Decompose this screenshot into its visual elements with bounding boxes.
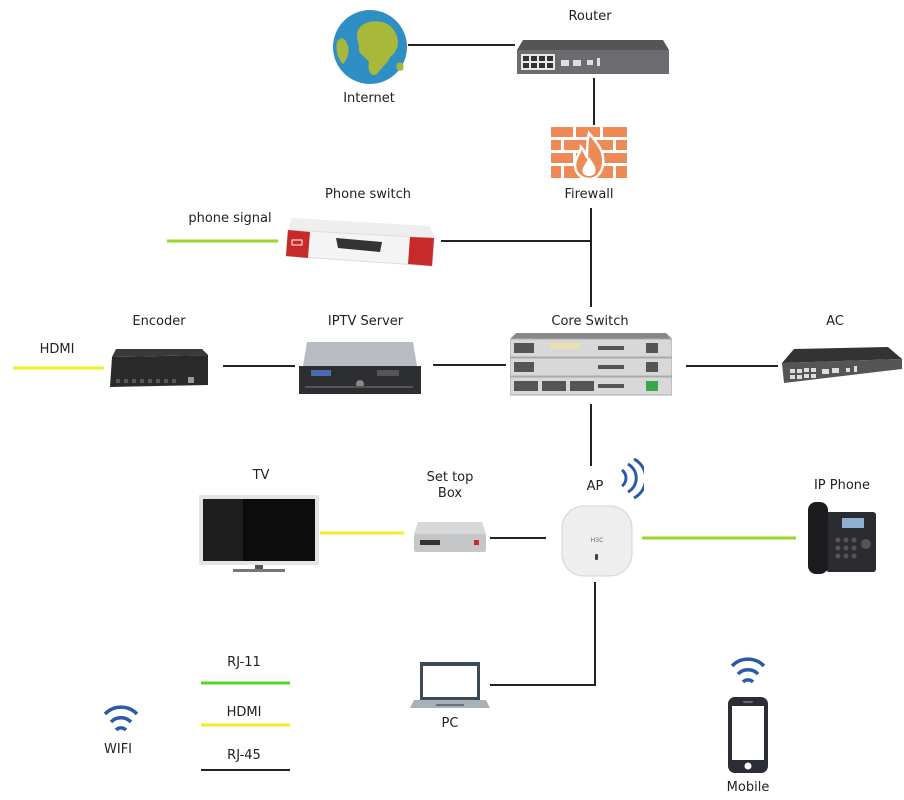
laptop-icon[interactable] [410, 660, 490, 710]
encoder-label: Encoder [132, 314, 186, 329]
legend-rj11-label: RJ-11 [227, 655, 261, 670]
router-label: Router [568, 9, 612, 24]
set-top-box-label: Set top Box [420, 470, 480, 502]
set-top-box-label-line2: Box [437, 486, 463, 501]
core-switch-icon[interactable] [510, 333, 672, 397]
hdmi-input-label: HDMI [39, 342, 75, 357]
wifi-legend-icon [103, 705, 139, 732]
firewall-icon[interactable] [551, 127, 627, 181]
wire-ap-pc [490, 582, 596, 686]
pc-label: PC [441, 716, 459, 731]
core-switch-label: Core Switch [551, 314, 629, 329]
phone-switch-label: Phone switch [325, 187, 411, 202]
internet-label: Internet [343, 91, 395, 106]
phone-signal-label: phone signal [188, 211, 272, 226]
set-top-box-label-line1: Set top [426, 470, 474, 485]
ap-wifi-signal-icon [620, 458, 644, 500]
globe-icon [333, 10, 407, 84]
access-point-icon[interactable]: H3C [560, 504, 634, 578]
ip-phone-icon[interactable] [806, 500, 878, 576]
iptv-server-label: IPTV Server [327, 314, 404, 329]
router-icon[interactable] [517, 36, 669, 76]
phone-switch-icon[interactable] [282, 212, 436, 274]
firewall-label: Firewall [564, 187, 614, 202]
ac-label: AC [826, 314, 844, 329]
ip-phone-label: IP Phone [813, 478, 871, 493]
encoder-icon[interactable] [108, 347, 210, 391]
legend-rj45-label: RJ-45 [227, 748, 261, 763]
ap-label: AP [586, 479, 604, 494]
svg-text:H3C: H3C [591, 537, 604, 544]
mobile-wifi-signal-icon [730, 657, 766, 684]
tv-icon[interactable] [199, 495, 319, 573]
ac-icon[interactable] [780, 347, 902, 387]
legend-hdmi-label: HDMI [226, 705, 262, 720]
smartphone-icon[interactable] [727, 696, 769, 774]
iptv-server-icon[interactable] [297, 340, 423, 396]
tv-label: TV [252, 468, 270, 483]
wifi-legend-label: WIFI [104, 742, 132, 757]
set-top-box-icon[interactable] [412, 520, 488, 556]
mobile-label: Mobile [726, 780, 770, 795]
